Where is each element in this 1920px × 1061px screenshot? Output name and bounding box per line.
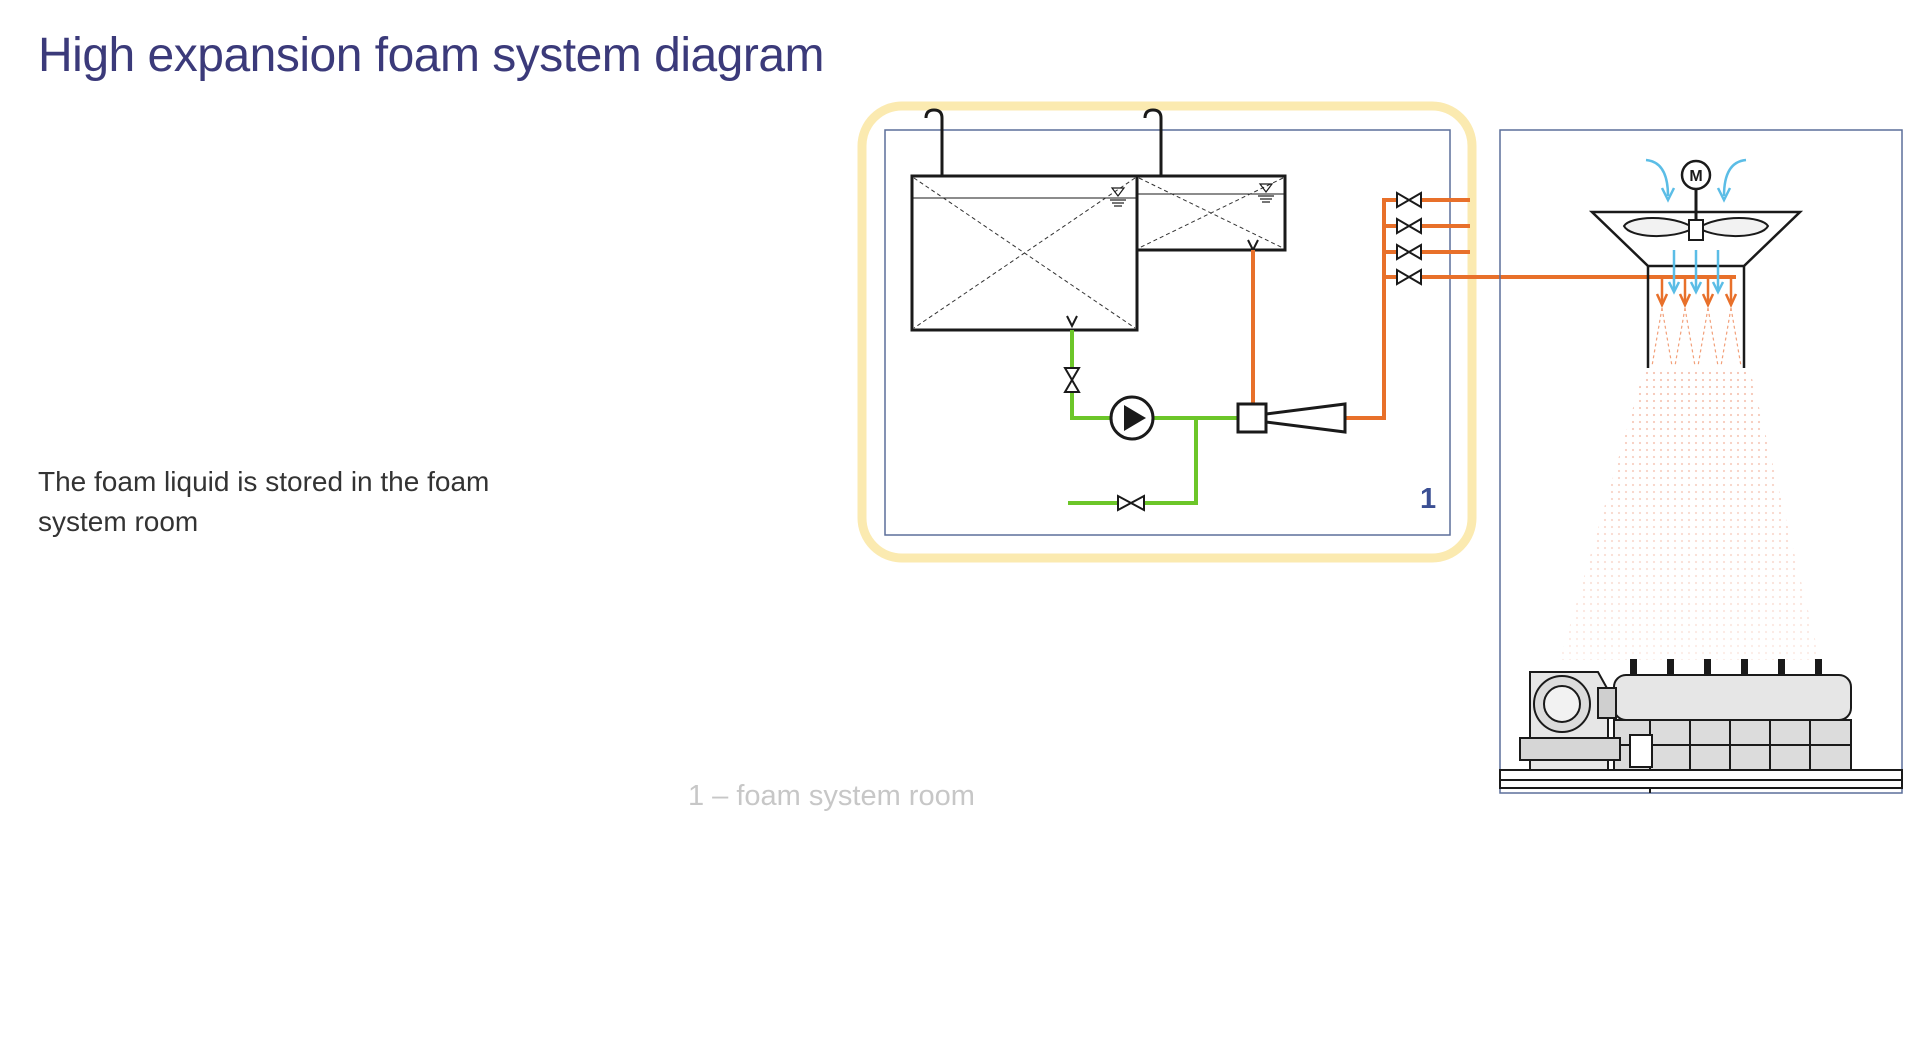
distribution-valve-icon — [1396, 191, 1422, 209]
slide-title: High expansion foam system diagram — [38, 29, 825, 82]
outlet-nozzle-icon — [1066, 315, 1078, 329]
engine-foundation — [1499, 769, 1903, 793]
body-text: The foam liquid is stored in the foam sy… — [38, 466, 490, 537]
vent-pipes — [924, 108, 1163, 176]
foam-spray — [1560, 370, 1820, 660]
tank-outlet-valve-icon — [1063, 367, 1081, 393]
mixing-tank — [1135, 174, 1287, 253]
distribution-valve-icon — [1396, 217, 1422, 235]
water-inlet-valve-icon — [1117, 494, 1145, 512]
foam-system-room-frame — [884, 129, 1451, 536]
foam-concentrate-tank — [910, 174, 1139, 332]
foam-piping — [1251, 198, 1736, 420]
pump-icon — [1109, 395, 1155, 441]
highlight-frame — [857, 101, 1477, 563]
room-number-label: 1 — [1420, 483, 1436, 515]
distribution-valve-icon — [1396, 243, 1422, 261]
fan-icon — [1622, 190, 1770, 241]
engine-icon — [1519, 659, 1852, 771]
nozzle-spray-lines — [1651, 307, 1742, 367]
protected-space-frame — [1499, 129, 1903, 794]
foam-proportioner-icon — [1236, 402, 1347, 434]
legend-foam-system-room: 1 – foam system room — [688, 780, 975, 812]
level-marker-icon — [1110, 187, 1126, 207]
level-marker-icon — [1258, 183, 1274, 203]
motor-icon: M — [1680, 159, 1712, 191]
foam-generator: M — [1588, 158, 1804, 368]
air-intake-arrows — [1645, 158, 1747, 295]
water-piping — [1068, 330, 1238, 505]
distribution-valves — [1396, 191, 1422, 286]
motor-label: M — [1689, 168, 1702, 185]
distribution-valve-icon — [1396, 268, 1422, 286]
foam-nozzles — [1655, 277, 1738, 309]
